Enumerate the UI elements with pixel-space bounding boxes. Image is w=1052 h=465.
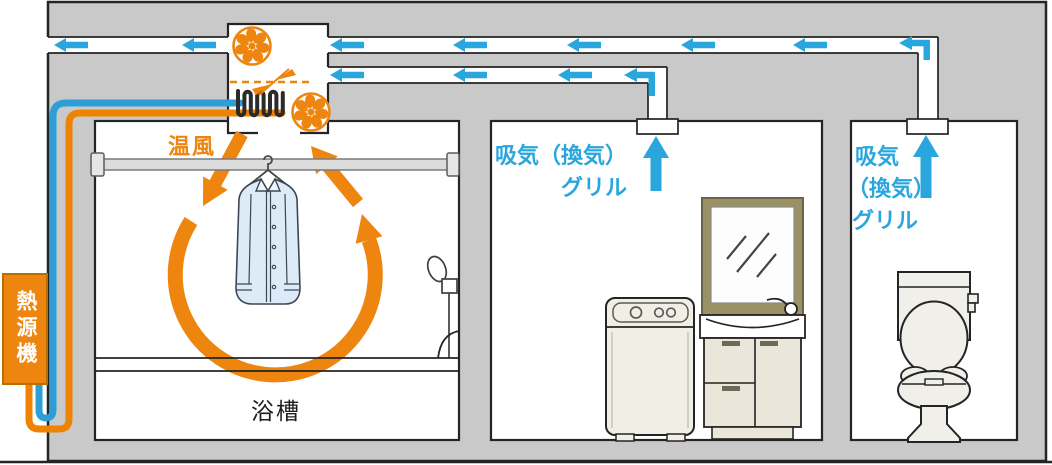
duct-outlines [48, 36, 939, 119]
circulation-arc-icon [167, 216, 383, 383]
shirt-buttons [271, 204, 277, 290]
washroom-grill-label-line1: 吸気（換気） [494, 143, 627, 168]
faucet [766, 297, 788, 306]
intake-up-arrow-icon [643, 136, 669, 191]
toilet-bowl [897, 370, 971, 410]
airflow-arrows [54, 36, 939, 198]
airflow-elbow-arrow-icon [899, 36, 930, 60]
flush-handle [967, 293, 979, 304]
toilet-grill-label-line2: （換気） [847, 176, 936, 201]
toilet-duct-drop [918, 53, 938, 123]
sink-counter [699, 314, 806, 339]
washing-machine [605, 297, 695, 442]
laundry-pole [94, 158, 459, 171]
shirt-details [237, 191, 299, 302]
damper-icon [230, 68, 312, 96]
vanity-base [711, 426, 794, 440]
orange-pipe [25, 109, 286, 433]
bathtub-label: 浴槽 [251, 398, 301, 424]
drawer-handle [722, 341, 740, 346]
ceiling-grill-icon [636, 118, 679, 135]
sink-basin [705, 318, 800, 329]
mirror [710, 206, 795, 304]
blue-pipe [35, 99, 244, 422]
ceiling-grill-icon [906, 118, 949, 135]
pole-bracket [90, 152, 105, 177]
washroom-grill-label: 吸気（換気） グリル [493, 140, 627, 204]
shirt [235, 177, 301, 305]
fan-icon [232, 26, 272, 66]
toilet-base [907, 405, 961, 443]
circulation-arc-head-icon [355, 214, 383, 244]
drawer-handle [722, 386, 740, 391]
fan-icon [291, 92, 331, 132]
toilet-grill-label-line1: 吸気 [855, 144, 900, 169]
heat-source-unit-label: 熱源機 [14, 290, 37, 368]
toilet-grill-label: 吸気 （換気） グリル [847, 141, 935, 237]
toilet-grill-label-line3: グリル [852, 208, 919, 233]
door-handle [760, 341, 778, 346]
bathtub [95, 330, 460, 372]
bathroom-interior [90, 152, 460, 372]
mirror-glare [726, 232, 777, 278]
toilet [897, 271, 979, 443]
warm-air-label: 温風 [168, 134, 217, 159]
faucet-knob [784, 302, 798, 316]
washroom-duct [328, 67, 667, 83]
washroom-interior [605, 197, 806, 442]
heat-source-unit [2, 273, 48, 385]
washroom-grill-label-line2: グリル [560, 175, 627, 200]
airflow-elbow-arrow-icon [624, 68, 655, 96]
pole-bracket [446, 152, 460, 177]
heat-source-piping [25, 99, 286, 433]
vanity-unit [699, 197, 806, 440]
shower-head [426, 255, 458, 358]
toilet-lid [899, 300, 969, 376]
intake-up-arrow-icon [913, 135, 939, 198]
shirt-collar [254, 177, 282, 192]
